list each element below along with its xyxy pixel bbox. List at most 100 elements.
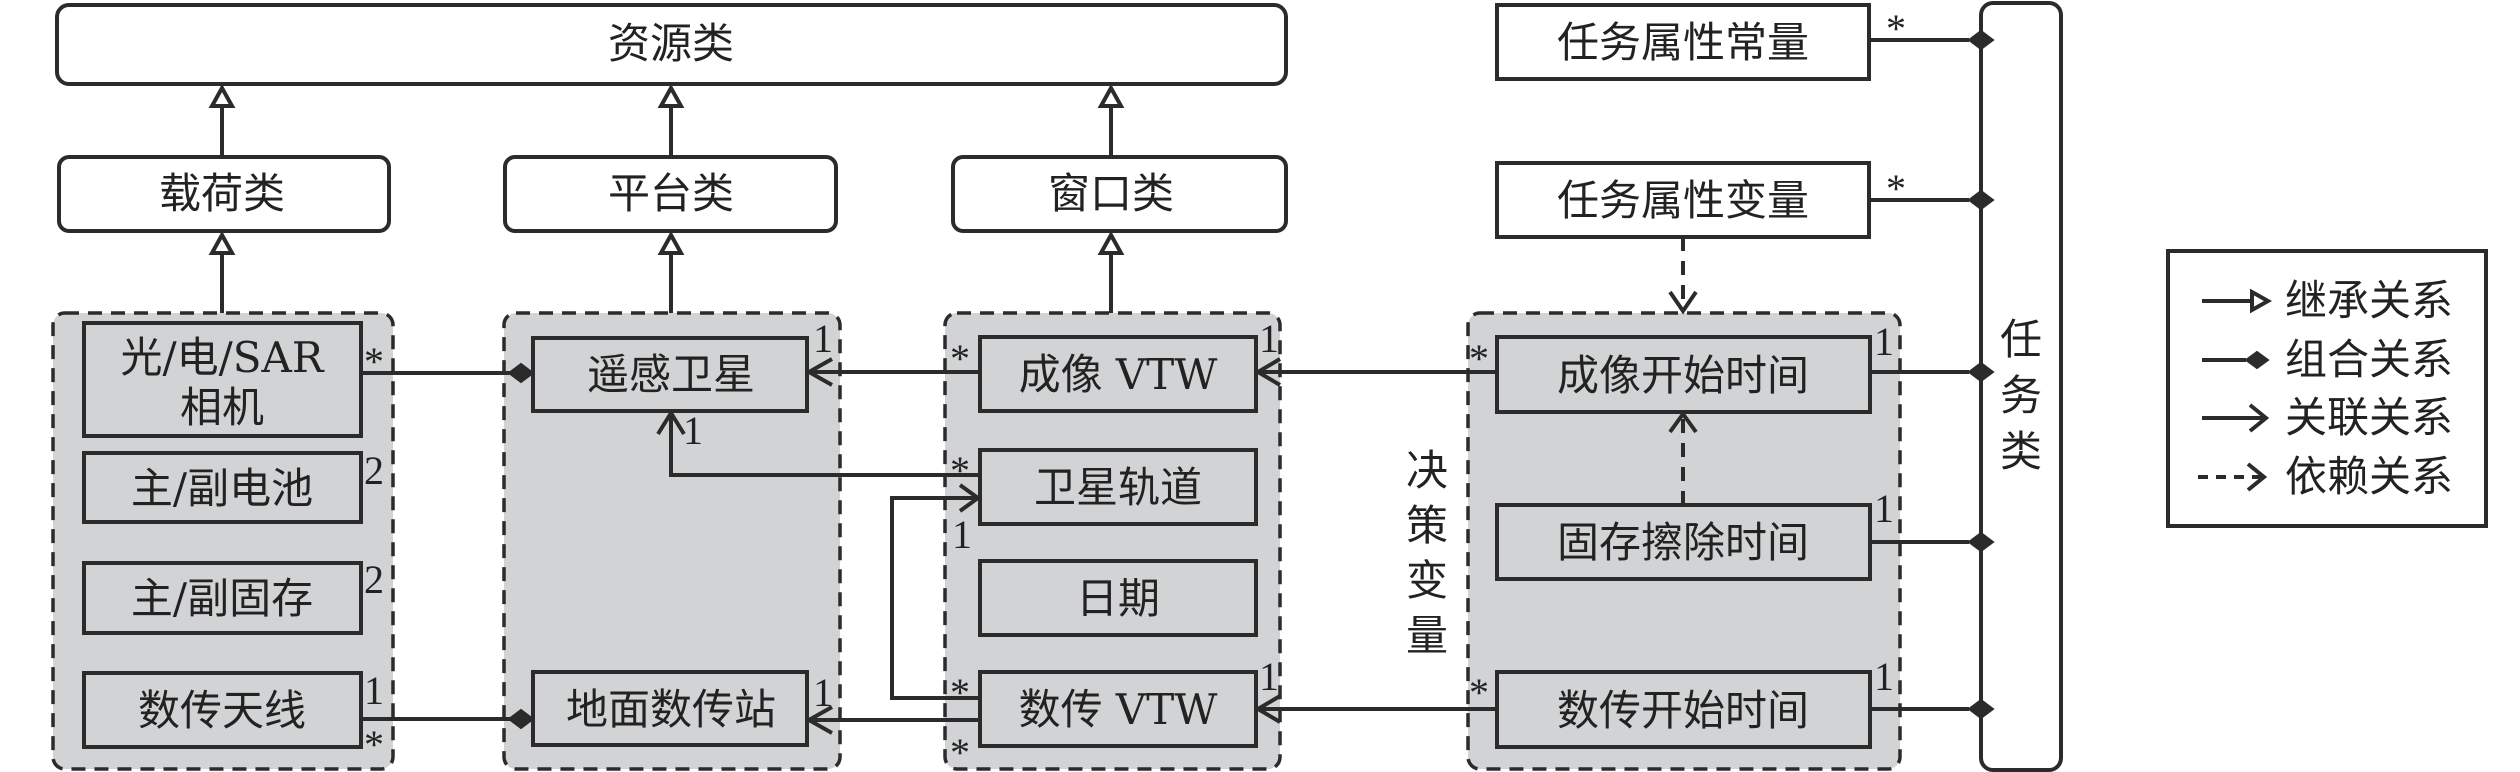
dependency-arrow-icon bbox=[2246, 462, 2268, 492]
decision-item-storage-erase: 固存擦除时间 1 bbox=[1495, 486, 1894, 581]
ground-station-label: 地面数传站 bbox=[566, 685, 776, 734]
payload-item-storage: 主/副固存 2 bbox=[82, 557, 384, 635]
window-item-downlink-vtw: 数传 VTW * * 1 bbox=[950, 654, 1279, 772]
window-class: 窗口类 bbox=[951, 155, 1288, 233]
camera-label-line1: 光/电/SAR bbox=[120, 333, 324, 382]
decision-label-char: 变 bbox=[1406, 556, 1448, 605]
composition-diamond-icon bbox=[1967, 698, 1995, 720]
multiplicity-label: * bbox=[1469, 336, 1489, 381]
downlink-vtw-label: 数传 VTW bbox=[1019, 685, 1219, 734]
camera-box bbox=[82, 321, 363, 438]
antenna-box bbox=[82, 671, 363, 749]
legend-label: 组合关系 bbox=[2285, 335, 2453, 384]
payload-item-camera: 光/电/SAR 相机 * bbox=[82, 321, 384, 438]
multiplicity-label: * bbox=[364, 722, 384, 767]
multiplicity-label: 1 bbox=[1874, 319, 1894, 364]
dependency-arrowhead-icon bbox=[1668, 410, 1698, 434]
composition-diamond-icon bbox=[1967, 531, 1995, 553]
window-item-imaging-vtw: 成像 VTW * 1 bbox=[950, 316, 1279, 413]
window-item-orbit: 卫星轨道 * 1 bbox=[950, 448, 1258, 557]
window-class-box bbox=[951, 155, 1288, 233]
date-box bbox=[978, 559, 1258, 637]
task-attr-variable-label: 任务属性变量 bbox=[1557, 176, 1809, 225]
antenna-label: 数传天线 bbox=[138, 686, 306, 735]
decision-label-char: 决 bbox=[1406, 446, 1448, 495]
legend-item-inheritance: 继承关系 bbox=[2202, 276, 2453, 325]
composition-diamond-icon bbox=[2244, 350, 2270, 370]
task-class: 任 务 类 bbox=[1979, 1, 2063, 772]
battery-label: 主/副电池 bbox=[131, 464, 313, 513]
association-arrowhead-icon bbox=[1254, 694, 1282, 724]
multiplicity-label: 1 bbox=[1874, 486, 1894, 531]
camera-label-line2: 相机 bbox=[180, 383, 264, 432]
legend-box bbox=[2166, 249, 2488, 528]
multiplicity-label: * bbox=[950, 730, 970, 772]
multiplicity-label: * bbox=[950, 670, 970, 715]
composition-diamond-icon bbox=[507, 708, 535, 730]
imaging-start-label: 成像开始时间 bbox=[1557, 351, 1809, 400]
battery-box bbox=[82, 451, 363, 524]
payload-item-battery: 主/副电池 2 bbox=[82, 448, 384, 524]
resource-class-label: 资源类 bbox=[608, 19, 734, 68]
dependency-arrowhead-icon bbox=[1668, 290, 1698, 315]
task-class-char: 务 bbox=[2000, 371, 2042, 420]
multiplicity-label: * bbox=[1469, 670, 1489, 715]
platform-item-ground-station: 地面数传站 1 bbox=[531, 670, 833, 747]
association-downlink-vtw-ground-station bbox=[804, 705, 980, 735]
task-class-char: 任 bbox=[2000, 315, 2042, 364]
inheritance-arrowhead-icon bbox=[208, 230, 236, 255]
date-label: 日期 bbox=[1076, 574, 1160, 623]
inheritance-arrowhead-icon bbox=[1097, 83, 1125, 108]
multiplicity-label: 1 bbox=[813, 316, 833, 361]
inheritance-arrowhead-icon bbox=[1097, 230, 1125, 255]
storage-box bbox=[82, 561, 363, 635]
association-arrowhead-icon bbox=[804, 705, 833, 735]
payload-class-label: 载荷类 bbox=[159, 169, 285, 218]
task-attr-constant-box bbox=[1495, 3, 1871, 81]
downlink-start-label: 数传开始时间 bbox=[1557, 686, 1809, 735]
orbit-label: 卫星轨道 bbox=[1034, 463, 1202, 512]
association-imaging-start-imaging-vtw bbox=[1254, 357, 1497, 387]
association-arrowhead-icon bbox=[804, 357, 833, 387]
imaging-vtw-box bbox=[978, 335, 1258, 413]
association-arrowhead-icon bbox=[656, 409, 686, 436]
multiplicity-label: * bbox=[950, 336, 970, 381]
multiplicity-label: 2 bbox=[364, 448, 384, 493]
inheritance-arrows-top bbox=[208, 83, 1125, 157]
payload-item-antenna: 数传天线 1 * bbox=[82, 668, 384, 767]
multiplicity-label: 1 bbox=[952, 512, 972, 557]
composition-antenna-ground-station bbox=[361, 708, 535, 730]
composition-diamond-icon bbox=[1967, 361, 1995, 383]
composition-task-class-bus bbox=[1869, 28, 1995, 752]
multiplicity-label: 1 bbox=[1259, 316, 1279, 361]
inheritance-arrowhead-icon bbox=[657, 230, 685, 255]
task-attr-variable: 任务属性变量 * bbox=[1495, 161, 1906, 239]
platform-class: 平台类 bbox=[503, 155, 838, 233]
decision-item-downlink-start: 数传开始时间 * 1 bbox=[1469, 654, 1894, 749]
multiplicity-label: 1 bbox=[1874, 654, 1894, 699]
platform-class-box bbox=[503, 155, 838, 233]
legend-label: 依赖关系 bbox=[2285, 452, 2453, 501]
inheritance-arrows-panels bbox=[208, 230, 1125, 313]
decision-label-char: 策 bbox=[1406, 501, 1448, 550]
multiplicity-label: 2 bbox=[364, 557, 384, 602]
association-imaging-vtw-satellite bbox=[804, 357, 980, 387]
composition-camera-satellite bbox=[361, 362, 535, 384]
platform-item-satellite: 遥感卫星 1 1 bbox=[531, 316, 833, 453]
association-downlink-vtw-orbit bbox=[890, 483, 982, 700]
resource-class: 资源类 bbox=[55, 3, 1288, 86]
multiplicity-label: 1 bbox=[364, 668, 384, 713]
legend-item-dependency: 依赖关系 bbox=[2198, 452, 2453, 501]
multiplicity-label: * bbox=[364, 339, 384, 384]
legend-label: 继承关系 bbox=[2285, 276, 2453, 325]
association-arrowhead-icon bbox=[958, 483, 982, 513]
dependency-attr-variable-decision bbox=[1668, 237, 1698, 315]
legend-label: 关联关系 bbox=[2285, 393, 2453, 442]
imaging-vtw-label: 成像 VTW bbox=[1019, 350, 1219, 399]
storage-erase-label: 固存擦除时间 bbox=[1557, 518, 1809, 567]
window-class-label: 窗口类 bbox=[1048, 169, 1174, 218]
orbit-box bbox=[978, 448, 1258, 526]
association-orbit-satellite bbox=[656, 409, 980, 477]
decision-label-char: 量 bbox=[1406, 611, 1448, 660]
